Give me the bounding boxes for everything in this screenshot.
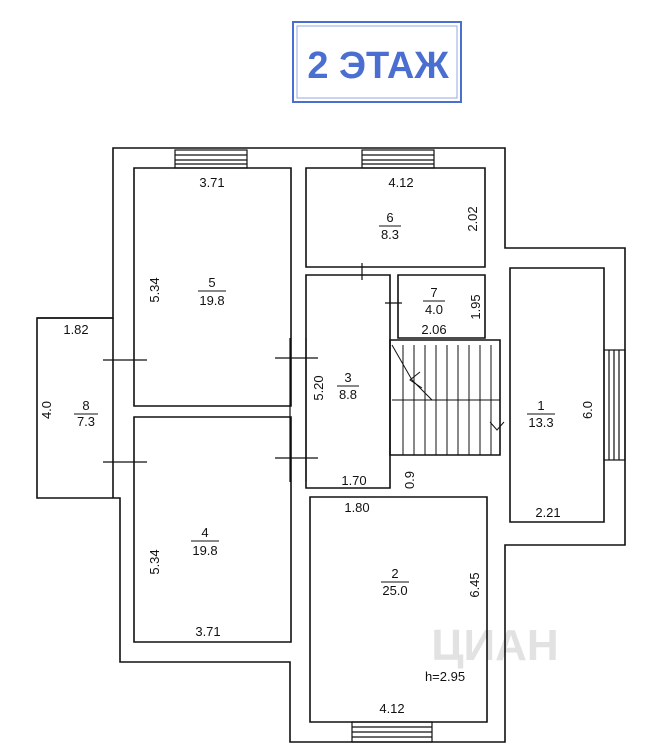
window-room2 bbox=[351, 721, 433, 743]
dim-room5-width: 3.71 bbox=[199, 175, 224, 190]
dim-room8-height: 4.0 bbox=[39, 401, 54, 419]
room-number: 8 bbox=[82, 398, 89, 413]
floor-stamp: 2 ЭТАЖ bbox=[292, 21, 462, 103]
staircase bbox=[391, 344, 505, 455]
ceiling-height: h=2.95 bbox=[425, 669, 465, 684]
dim-room4-width: 3.71 bbox=[195, 624, 220, 639]
dimension-labels: 3.71 5.34 3.71 5.34 4.12 2.02 2.06 1.95 … bbox=[39, 175, 595, 716]
dim-room7-width: 2.06 bbox=[421, 322, 446, 337]
room-label-4: 4 19.8 bbox=[191, 525, 219, 558]
windows bbox=[174, 149, 626, 743]
dim-room3-width-bottom: 1.80 bbox=[344, 500, 369, 515]
room-number: 7 bbox=[430, 285, 437, 300]
dim-room3-width-top: 1.70 bbox=[341, 473, 366, 488]
window-room6 bbox=[361, 149, 435, 169]
dim-room2-width: 4.12 bbox=[379, 701, 404, 716]
room-label-6: 6 8.3 bbox=[379, 210, 401, 242]
room-number: 4 bbox=[201, 525, 208, 540]
dim-room2-height: 6.45 bbox=[467, 572, 482, 597]
window-room1 bbox=[603, 349, 626, 461]
room-area: 19.8 bbox=[192, 543, 217, 558]
room-number: 2 bbox=[391, 566, 398, 581]
dim-room1-height: 6.0 bbox=[580, 401, 595, 419]
dim-opening: 0.9 bbox=[402, 471, 417, 489]
doors bbox=[103, 263, 402, 482]
room-label-1: 1 13.3 bbox=[527, 398, 555, 430]
room-area: 13.3 bbox=[528, 415, 553, 430]
dim-room5-height: 5.34 bbox=[147, 277, 162, 302]
room-label-7: 7 4.0 bbox=[423, 285, 445, 317]
room-label-8: 8 7.3 bbox=[74, 398, 98, 429]
room-area: 8.8 bbox=[339, 387, 357, 402]
window-room5 bbox=[174, 149, 248, 169]
dim-room6-width: 4.12 bbox=[388, 175, 413, 190]
dim-room4-height: 5.34 bbox=[147, 549, 162, 574]
room-number: 3 bbox=[344, 370, 351, 385]
dim-room3-height: 5.20 bbox=[311, 375, 326, 400]
dim-room6-height: 2.02 bbox=[465, 206, 480, 231]
stamp-text: 2 ЭТАЖ bbox=[307, 45, 449, 87]
room-area: 7.3 bbox=[77, 414, 95, 429]
outer-walls bbox=[36, 147, 626, 743]
room-area: 19.8 bbox=[199, 293, 224, 308]
room-number: 6 bbox=[386, 210, 393, 225]
room-area: 25.0 bbox=[382, 583, 407, 598]
dim-room7-height: 1.95 bbox=[468, 294, 483, 319]
room-label-5: 5 19.8 bbox=[198, 275, 226, 308]
room-label-3: 3 8.8 bbox=[337, 370, 359, 402]
room-area: 4.0 bbox=[425, 302, 443, 317]
room-number: 1 bbox=[537, 398, 544, 413]
dim-room1-width: 2.21 bbox=[535, 505, 560, 520]
dim-room8-width: 1.82 bbox=[63, 322, 88, 337]
watermark: ЦИАН bbox=[431, 621, 558, 670]
room-labels: 5 19.8 4 19.8 6 8.3 7 4.0 3 8.8 1 13.3 bbox=[74, 210, 555, 598]
room-area: 8.3 bbox=[381, 227, 399, 242]
room-label-2: 2 25.0 bbox=[381, 566, 409, 598]
room-number: 5 bbox=[208, 275, 215, 290]
